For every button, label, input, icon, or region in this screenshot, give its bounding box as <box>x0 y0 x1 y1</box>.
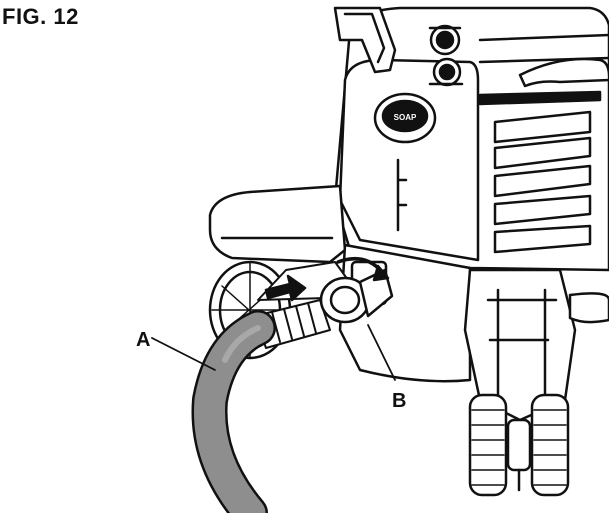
front-wheels <box>468 393 570 497</box>
push-arrow <box>264 274 307 302</box>
hose-end-b <box>222 325 261 363</box>
vent-slots <box>493 110 592 254</box>
machine-front-panel <box>338 58 480 262</box>
soap-level-marks <box>396 158 408 232</box>
leader-line-b <box>367 324 396 381</box>
soap-cap <box>373 92 437 144</box>
inlet-fitting <box>319 256 394 324</box>
callout-b-label: B <box>392 390 406 412</box>
leader-line-a <box>151 337 216 371</box>
adjust-knobs <box>428 24 464 87</box>
callout-a-label: A <box>136 329 150 351</box>
figure-title: FIG. 12 <box>2 4 79 29</box>
soap-cap-label: SOAP <box>394 113 417 122</box>
side-bracket <box>568 292 609 324</box>
hose-hook <box>518 57 609 88</box>
lower-housing <box>208 184 347 264</box>
